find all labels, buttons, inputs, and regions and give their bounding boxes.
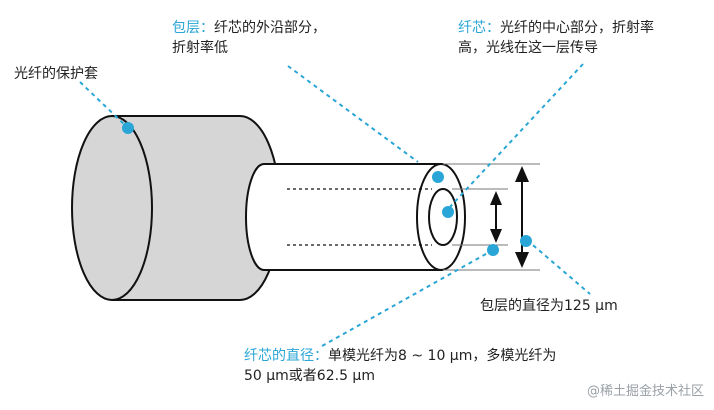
core-line2: 高，光线在这一层传导 — [458, 40, 598, 56]
core-diameter-term: 纤芯的直径 — [244, 348, 314, 364]
core-diameter-sep: ： — [314, 348, 328, 364]
watermark: @稀土掘金技术社区 — [586, 384, 704, 399]
cladding-label: 包层：纤芯的外沿部分， 折射率低 — [172, 18, 326, 58]
core-sep: ： — [486, 20, 500, 36]
core-diameter-line2: 50 μm或者62.5 μm — [244, 368, 375, 384]
jacket — [71, 115, 281, 301]
core-line1: 光纤的中心部分，折射率 — [500, 20, 654, 36]
cladding-sep: ： — [200, 20, 214, 36]
core-diameter-line1: 单模光纤为8 ~ 10 μm，多模光纤为 — [328, 348, 557, 364]
callout-dot-icon — [122, 122, 532, 256]
cladding-line2: 折射率低 — [172, 40, 228, 56]
core-label: 纤芯：光纤的中心部分，折射率 高，光线在这一层传导 — [458, 18, 654, 58]
cladding-diameter-label: 包层的直径为125 μm — [480, 298, 618, 314]
leader-lines — [79, 63, 591, 347]
cladding-tube — [245, 163, 466, 271]
core-term: 纤芯 — [458, 20, 486, 36]
dimension-guides — [443, 163, 540, 271]
core-diameter-label: 纤芯的直径：单模光纤为8 ~ 10 μm，多模光纤为 50 μm或者62.5 μ… — [244, 346, 556, 386]
cladding-line1: 纤芯的外沿部分， — [214, 20, 326, 36]
jacket-label: 光纤的保护套 — [14, 66, 98, 82]
cladding-term: 包层 — [172, 20, 200, 36]
